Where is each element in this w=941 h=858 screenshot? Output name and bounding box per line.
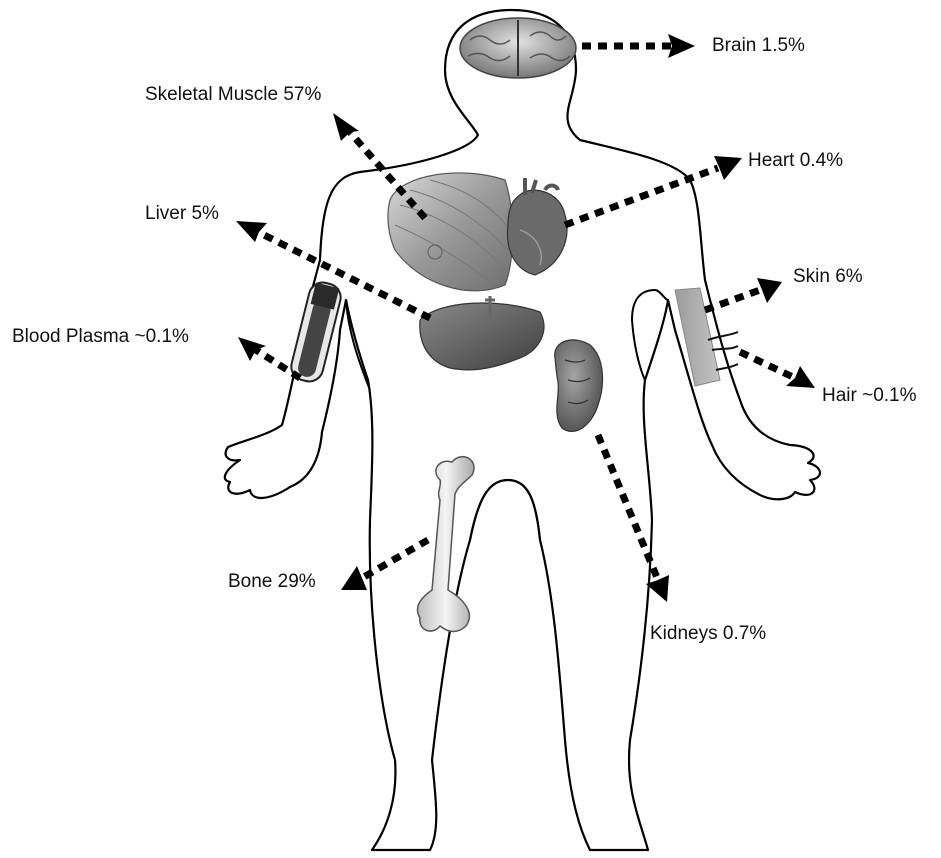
label-blood-plasma: Blood Plasma ~0.1% xyxy=(12,326,189,348)
brain-icon xyxy=(460,18,576,78)
arrow-skin xyxy=(705,278,782,310)
arrow-hair xyxy=(740,352,815,388)
body-outline xyxy=(225,10,820,850)
arrow-blood-plasma xyxy=(238,337,300,378)
label-brain: Brain 1.5% xyxy=(712,35,805,57)
arrow-brain xyxy=(582,34,695,58)
label-skeletal-muscle: Skeletal Muscle 57% xyxy=(145,84,321,106)
label-bone: Bone 29% xyxy=(228,571,316,593)
label-hair: Hair ~0.1% xyxy=(822,385,917,407)
label-liver: Liver 5% xyxy=(145,203,219,225)
label-kidneys: Kidneys 0.7% xyxy=(650,623,766,645)
label-heart: Heart 0.4% xyxy=(748,150,843,172)
label-skin: Skin 6% xyxy=(793,266,863,288)
